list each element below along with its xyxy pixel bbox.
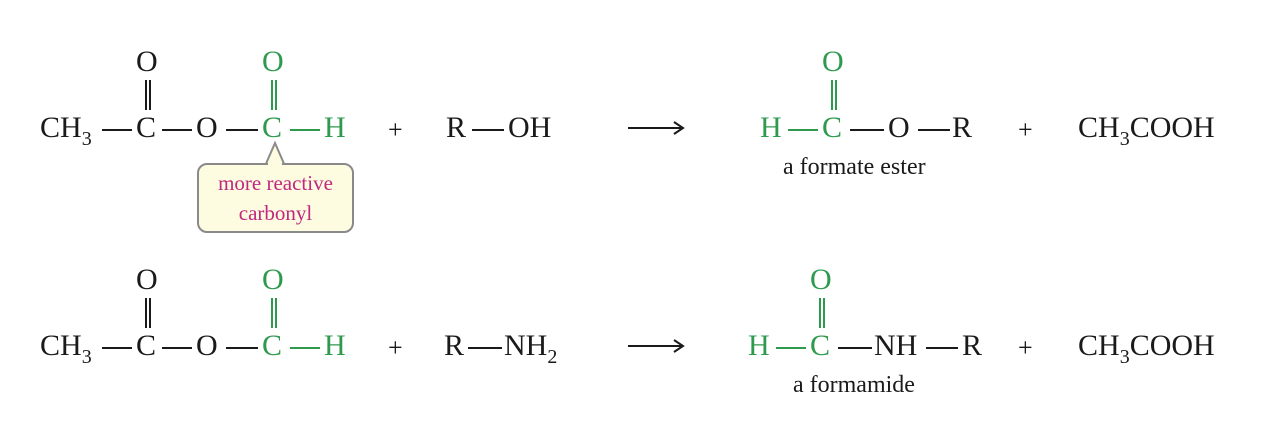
single-bond xyxy=(162,129,192,131)
formyl-hydrogen: H xyxy=(324,329,346,362)
single-bond xyxy=(226,129,258,131)
single-bond xyxy=(226,347,258,349)
reaction-arrow-icon xyxy=(628,121,685,135)
bridging-oxygen: O xyxy=(196,111,218,144)
ester-oxygen: O xyxy=(888,111,910,144)
product-carbonyl-oxygen: O xyxy=(822,45,844,78)
formyl-hydrogen: H xyxy=(324,111,346,144)
callout-line-1: more reactive xyxy=(218,171,333,195)
acetyl-oxygen: O xyxy=(136,263,158,296)
single-bond xyxy=(102,347,132,349)
double-bond xyxy=(831,80,837,110)
single-bond xyxy=(472,129,504,131)
double-bond xyxy=(819,298,825,328)
double-bond xyxy=(145,298,151,328)
bridging-oxygen: O xyxy=(196,329,218,362)
acetyl-carbon: C xyxy=(136,111,157,144)
single-bond xyxy=(290,129,320,131)
double-bond xyxy=(145,80,151,110)
r-group: R xyxy=(446,111,467,144)
single-bond xyxy=(102,129,132,131)
acetic-acid: CH3COOH xyxy=(1078,111,1215,151)
product-carbon: C xyxy=(810,329,831,362)
callout-pointer-joint xyxy=(268,163,282,166)
formyl-oxygen: O xyxy=(262,45,284,78)
acetyl-oxygen: O xyxy=(136,45,158,78)
formyl-oxygen: O xyxy=(262,263,284,296)
product-hydrogen: H xyxy=(760,111,782,144)
plus-sign: + xyxy=(388,333,403,362)
product-label: a formamide xyxy=(793,372,915,398)
single-bond xyxy=(162,347,192,349)
double-bond xyxy=(271,298,277,328)
ch3-group: CH3 xyxy=(40,329,92,369)
single-bond xyxy=(788,129,818,131)
product-carbon: C xyxy=(822,111,843,144)
product-r-group: R xyxy=(962,329,983,362)
single-bond xyxy=(776,347,806,349)
product-label: a formate ester xyxy=(783,154,926,180)
product-carbonyl-oxygen: O xyxy=(810,263,832,296)
plus-sign: + xyxy=(388,115,403,144)
amide-nh: NH xyxy=(874,329,918,362)
amine-group: NH2 xyxy=(504,329,558,369)
hydroxyl-group: OH xyxy=(508,111,552,144)
formyl-carbon: C xyxy=(262,329,283,362)
reaction-arrow-icon xyxy=(628,339,685,353)
callout-more-reactive-carbonyl: more reactive carbonyl xyxy=(197,163,354,233)
single-bond xyxy=(290,347,320,349)
single-bond xyxy=(850,129,884,131)
acetic-acid: CH3COOH xyxy=(1078,329,1215,369)
product-hydrogen: H xyxy=(748,329,770,362)
plus-sign: + xyxy=(1018,333,1033,362)
double-bond xyxy=(271,80,277,110)
single-bond xyxy=(926,347,958,349)
plus-sign: + xyxy=(1018,115,1033,144)
ch3-group: CH3 xyxy=(40,111,92,151)
single-bond xyxy=(468,347,502,349)
single-bond xyxy=(918,129,950,131)
r-group: R xyxy=(444,329,465,362)
formyl-carbon: C xyxy=(262,111,283,144)
single-bond xyxy=(838,347,872,349)
product-r-group: R xyxy=(952,111,973,144)
callout-line-2: carbonyl xyxy=(238,201,313,225)
acetyl-carbon: C xyxy=(136,329,157,362)
